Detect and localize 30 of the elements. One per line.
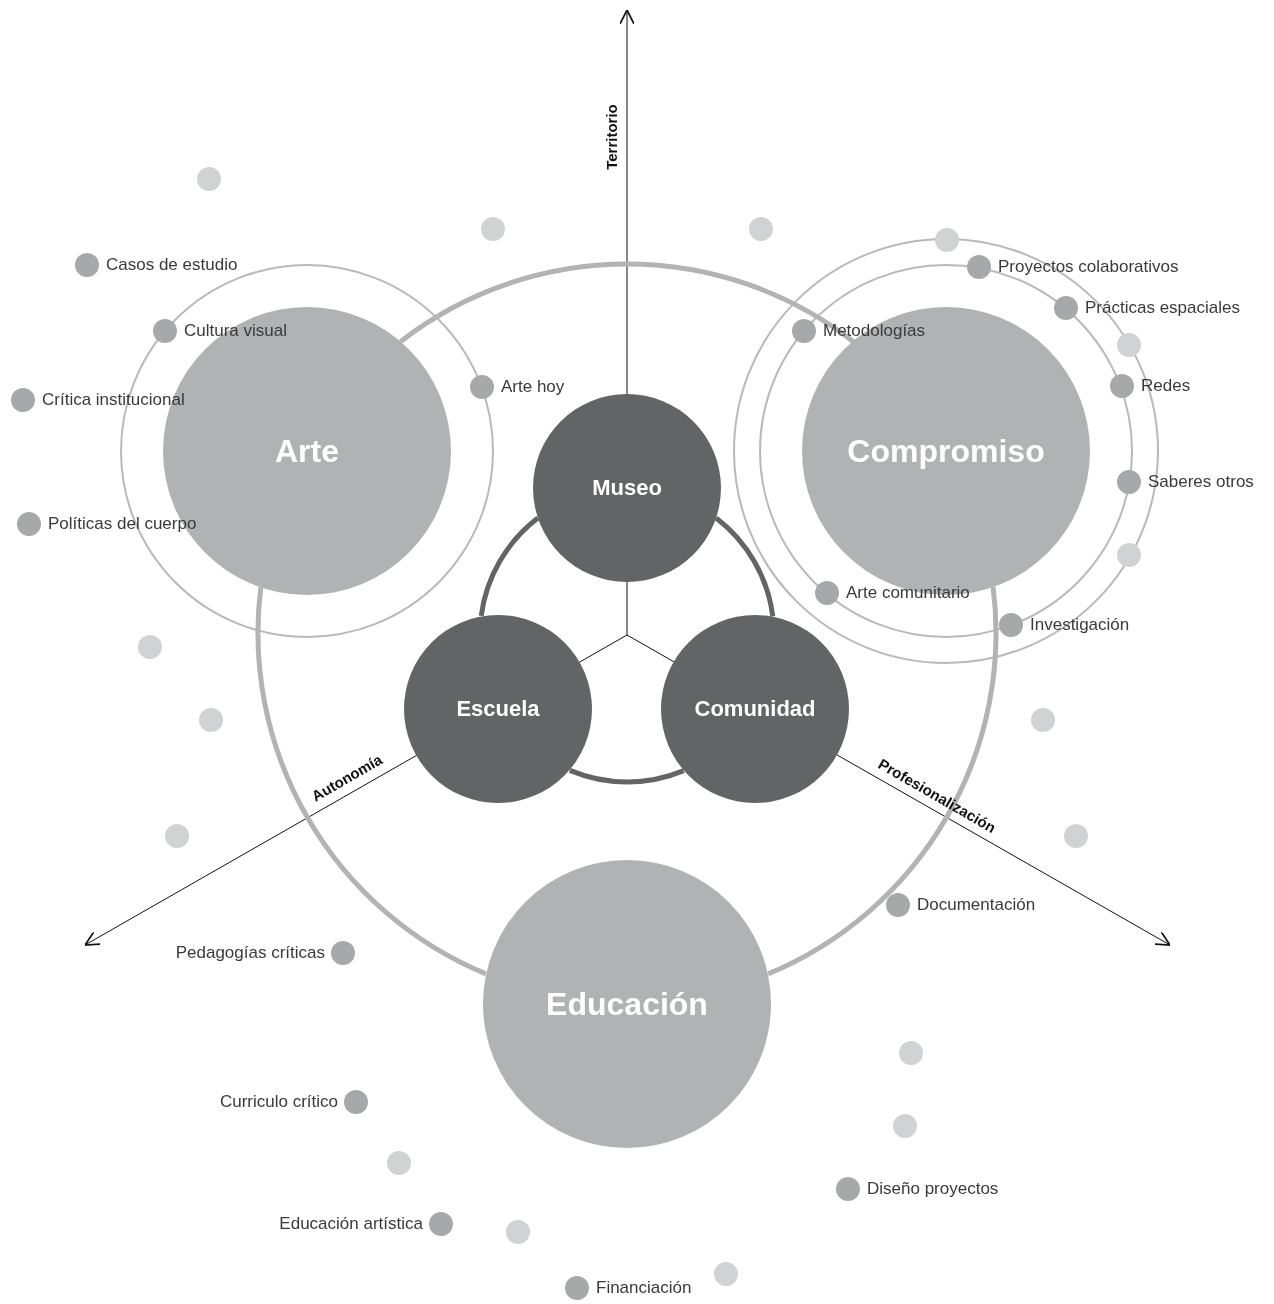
connector-arc — [714, 516, 776, 617]
keyword-label: Pedagogías críticas — [175, 943, 325, 963]
node-label: Comunidad — [694, 696, 816, 722]
keyword-label: Crítica institucional — [42, 390, 185, 410]
keyword-label: Documentación — [917, 895, 1036, 915]
keyword-label: Cultura visual — [184, 321, 287, 341]
keyword-label: Redes — [1141, 376, 1191, 396]
keyword-label: Saberes otros — [1148, 472, 1254, 492]
node-label: Museo — [592, 475, 662, 501]
keyword-label: Financiación — [596, 1278, 692, 1298]
keyword-label: Prácticas espaciales — [1085, 298, 1240, 318]
connector-arc — [767, 586, 999, 977]
keyword-label: Arte hoy — [501, 377, 565, 397]
keyword-label: Proyectos colaborativos — [998, 257, 1179, 277]
keyword-label: Educación artística — [279, 1214, 423, 1234]
node-label: Arte — [275, 432, 339, 470]
keyword-label: Arte comunitario — [846, 583, 970, 603]
connector-arc — [399, 262, 855, 344]
keyword-label: Investigación — [1030, 615, 1130, 635]
axis-label: Territorio — [603, 104, 621, 170]
node-label: Compromiso — [847, 432, 1045, 470]
keyword-label: Casos de estudio — [106, 255, 238, 275]
connector-arc — [255, 587, 487, 977]
keyword-label: Políticas del cuerpo — [48, 514, 197, 534]
keyword-label: Curriculo crítico — [219, 1092, 338, 1112]
node-label: Escuela — [456, 696, 540, 722]
keyword-label: Diseño proyectos — [867, 1179, 999, 1199]
node-label: Educación — [546, 985, 708, 1023]
connector-arc — [478, 516, 540, 617]
connector-arc — [569, 768, 685, 785]
